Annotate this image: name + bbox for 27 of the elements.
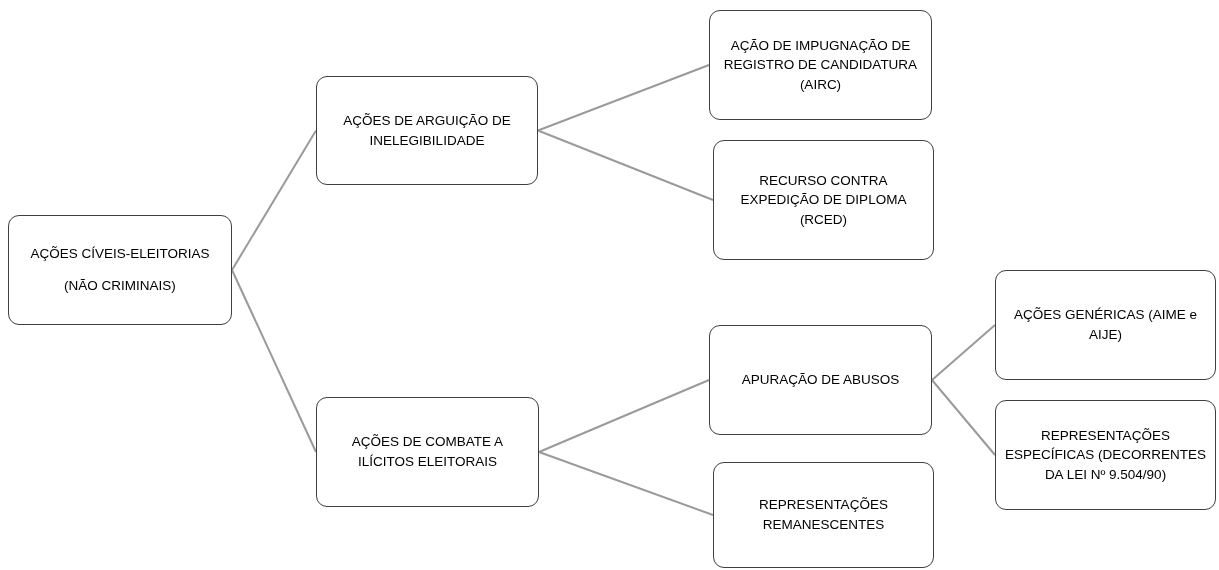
box-label: REPRESENTAÇÕES REMANESCENTES [758,496,889,534]
category-box [713,140,934,260]
category-box [709,325,932,435]
connector-line [231,129,317,271]
category-box [8,215,232,325]
box-label: AÇÃO DE IMPUGNAÇÃO DE REGISTRO DE CANDIDATURA (AIRC) [722,36,919,94]
category-box [316,397,539,507]
connector-line [537,64,710,132]
connector-line [538,451,714,516]
category-box [709,10,932,120]
category-box [713,462,934,568]
box-label: (NÃO CRIMINAIS) [64,277,176,295]
category-box [995,400,1216,510]
box-label: AÇÕES DE COMBATE A ILÍCITOS ELEITORAIS [350,433,505,471]
connector-line [537,129,714,201]
connector-line [931,379,996,456]
box-label: AÇÕES CÍVEIS-ELEITORIAS [30,245,210,264]
connector-line [231,269,317,453]
box-label: APURAÇÃO DE ABUSOS [741,371,900,390]
connector-line [538,379,710,453]
box-label: AÇÕES DE ARGUIÇÃO DE INELEGIBILIDADE [342,111,512,150]
box-label: RECURSO CONTRA EXPEDIÇÃO DE DIPLOMA (RCED) [739,171,908,229]
box-label: REPRESENTAÇÕES ESPECÍFICAS (DECORRENTES DA LEI Nº 9.504/90) [1004,426,1207,484]
connector-line [931,324,996,381]
category-box [316,76,538,185]
box-label: AÇÕES GENÉRICAS (AIME e AIJE) [1012,306,1198,344]
category-box [995,270,1216,380]
